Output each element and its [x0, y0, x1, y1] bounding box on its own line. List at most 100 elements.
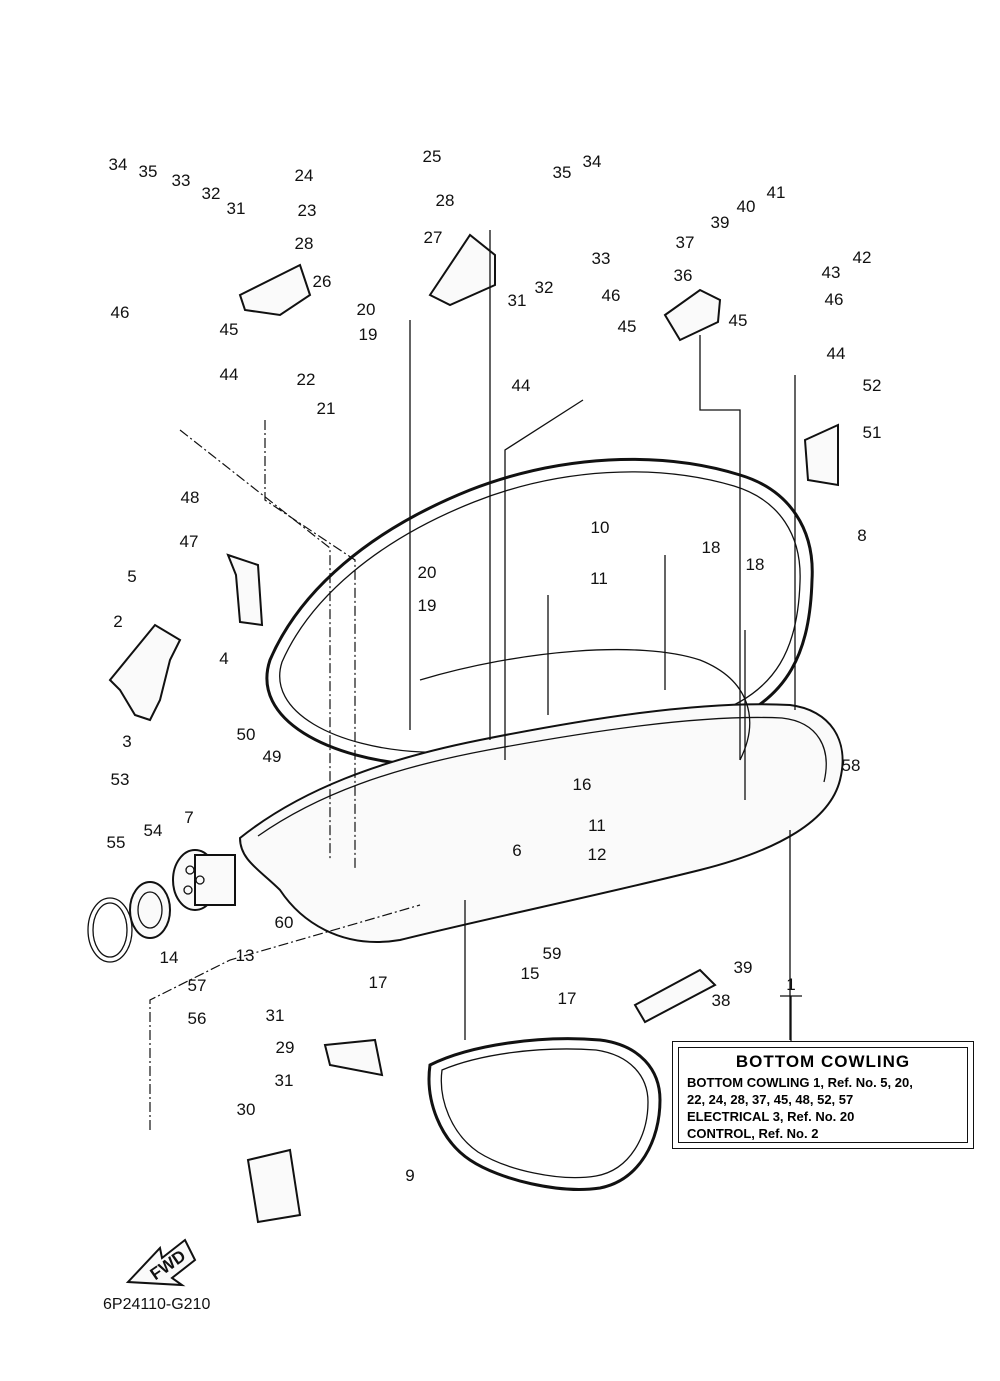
legend-line: 22, 24, 28, 37, 45, 48, 52, 57	[687, 1092, 854, 1107]
callout-44: 44	[827, 344, 846, 363]
fwd-arrow: FWD	[125, 1238, 197, 1287]
grommet-54	[129, 881, 171, 939]
ref-line-e	[504, 399, 584, 760]
callout-18: 18	[702, 538, 721, 557]
bracket-51	[803, 423, 839, 487]
callout-2: 2	[113, 612, 122, 631]
callout-18: 18	[746, 555, 765, 574]
callout-52: 52	[863, 376, 882, 395]
callout-46: 46	[111, 303, 130, 322]
legend-line: ELECTRICAL 3, Ref. No. 20	[687, 1109, 855, 1124]
callout-42: 42	[853, 248, 872, 267]
legend-line: BOTTOM COWLING 1, Ref. No. 5, 20,	[687, 1075, 913, 1090]
bottom-seal-inner	[440, 1048, 649, 1179]
callout-49: 49	[263, 747, 282, 766]
callout-1: 1	[786, 975, 795, 994]
callout-20: 20	[357, 300, 376, 319]
callout-14: 14	[160, 948, 179, 967]
callout-20: 20	[418, 563, 437, 582]
callout-34: 34	[583, 152, 602, 171]
callout-45: 45	[618, 317, 637, 336]
callout-28: 28	[295, 234, 314, 253]
bottom-seal	[427, 1037, 662, 1191]
callout-3: 3	[122, 732, 131, 751]
callout-39: 39	[711, 213, 730, 232]
callout-40: 40	[737, 197, 756, 216]
lever-30	[246, 1148, 302, 1224]
callout-60: 60	[275, 913, 294, 932]
callout-31: 31	[508, 291, 527, 310]
parts-legend-box: BOTTOM COWLING BOTTOM COWLING 1, Ref. No…	[672, 1041, 974, 1149]
callout-46: 46	[825, 290, 844, 309]
callout-7: 7	[184, 808, 193, 827]
callout-51: 51	[863, 423, 882, 442]
callout-45: 45	[220, 320, 239, 339]
callout-24: 24	[295, 166, 314, 185]
callout-41: 41	[767, 183, 786, 202]
callout-22: 22	[297, 370, 316, 389]
callout-43: 43	[822, 263, 841, 282]
callout-11: 11	[588, 816, 606, 835]
lever-29	[323, 1038, 384, 1077]
callout-31: 31	[266, 1006, 285, 1025]
callout-21: 21	[317, 399, 336, 418]
callout-57: 57	[188, 976, 207, 995]
callout-16: 16	[573, 775, 592, 794]
callout-55: 55	[107, 833, 126, 852]
callout-19: 19	[418, 596, 437, 615]
ref-line-b	[264, 420, 356, 870]
callout-29: 29	[276, 1038, 295, 1057]
callout-58: 58	[842, 756, 861, 775]
callout-33: 33	[592, 249, 611, 268]
callout-35: 35	[553, 163, 572, 182]
callout-45: 45	[729, 311, 748, 330]
callout-17: 17	[369, 973, 388, 992]
callout-5: 5	[127, 567, 136, 586]
callout-11: 11	[590, 569, 608, 588]
lever-38	[633, 968, 717, 1024]
diagram-code: 6P24110-G210	[103, 1296, 211, 1313]
callout-31: 31	[227, 199, 246, 218]
callout-8: 8	[857, 526, 866, 545]
callout-31: 31	[275, 1071, 294, 1090]
callout-32: 32	[202, 184, 221, 203]
callout-35: 35	[139, 162, 158, 181]
bottom-cowling-body	[238, 703, 844, 943]
callout-13: 13	[236, 946, 255, 965]
callout-37: 37	[676, 233, 695, 252]
holder-26	[238, 263, 312, 317]
callout-32: 32	[535, 278, 554, 297]
callout-33: 33	[172, 171, 191, 190]
callout-56: 56	[188, 1009, 207, 1028]
callout-23: 23	[298, 201, 317, 220]
cowling-inner-floor	[419, 648, 751, 761]
callout-36: 36	[674, 266, 693, 285]
callout-38: 38	[712, 991, 731, 1010]
callout-10: 10	[591, 518, 610, 537]
callout-34: 34	[109, 155, 128, 174]
bracket-47	[226, 553, 264, 627]
callout-12: 12	[588, 845, 607, 864]
callout-46: 46	[602, 286, 621, 305]
callout-50: 50	[237, 725, 256, 744]
hose-clamp-55	[87, 897, 133, 963]
holder-36	[663, 288, 722, 342]
callout-27: 27	[424, 228, 443, 247]
callout-44: 44	[512, 376, 531, 395]
callout-26: 26	[313, 272, 332, 291]
cowling-seal-inner	[279, 471, 801, 754]
callout-53: 53	[111, 770, 130, 789]
callout-44: 44	[220, 365, 239, 384]
callout-54: 54	[144, 821, 163, 840]
callout-15: 15	[521, 964, 540, 983]
callout-19: 19	[359, 325, 378, 344]
ref-line-a	[179, 429, 331, 860]
callout-6: 6	[512, 841, 521, 860]
ref-line-f	[699, 335, 741, 760]
callout-48: 48	[181, 488, 200, 507]
callout-28: 28	[436, 191, 455, 210]
callout-25: 25	[423, 147, 442, 166]
legend-title: BOTTOM COWLING	[735, 1052, 911, 1071]
